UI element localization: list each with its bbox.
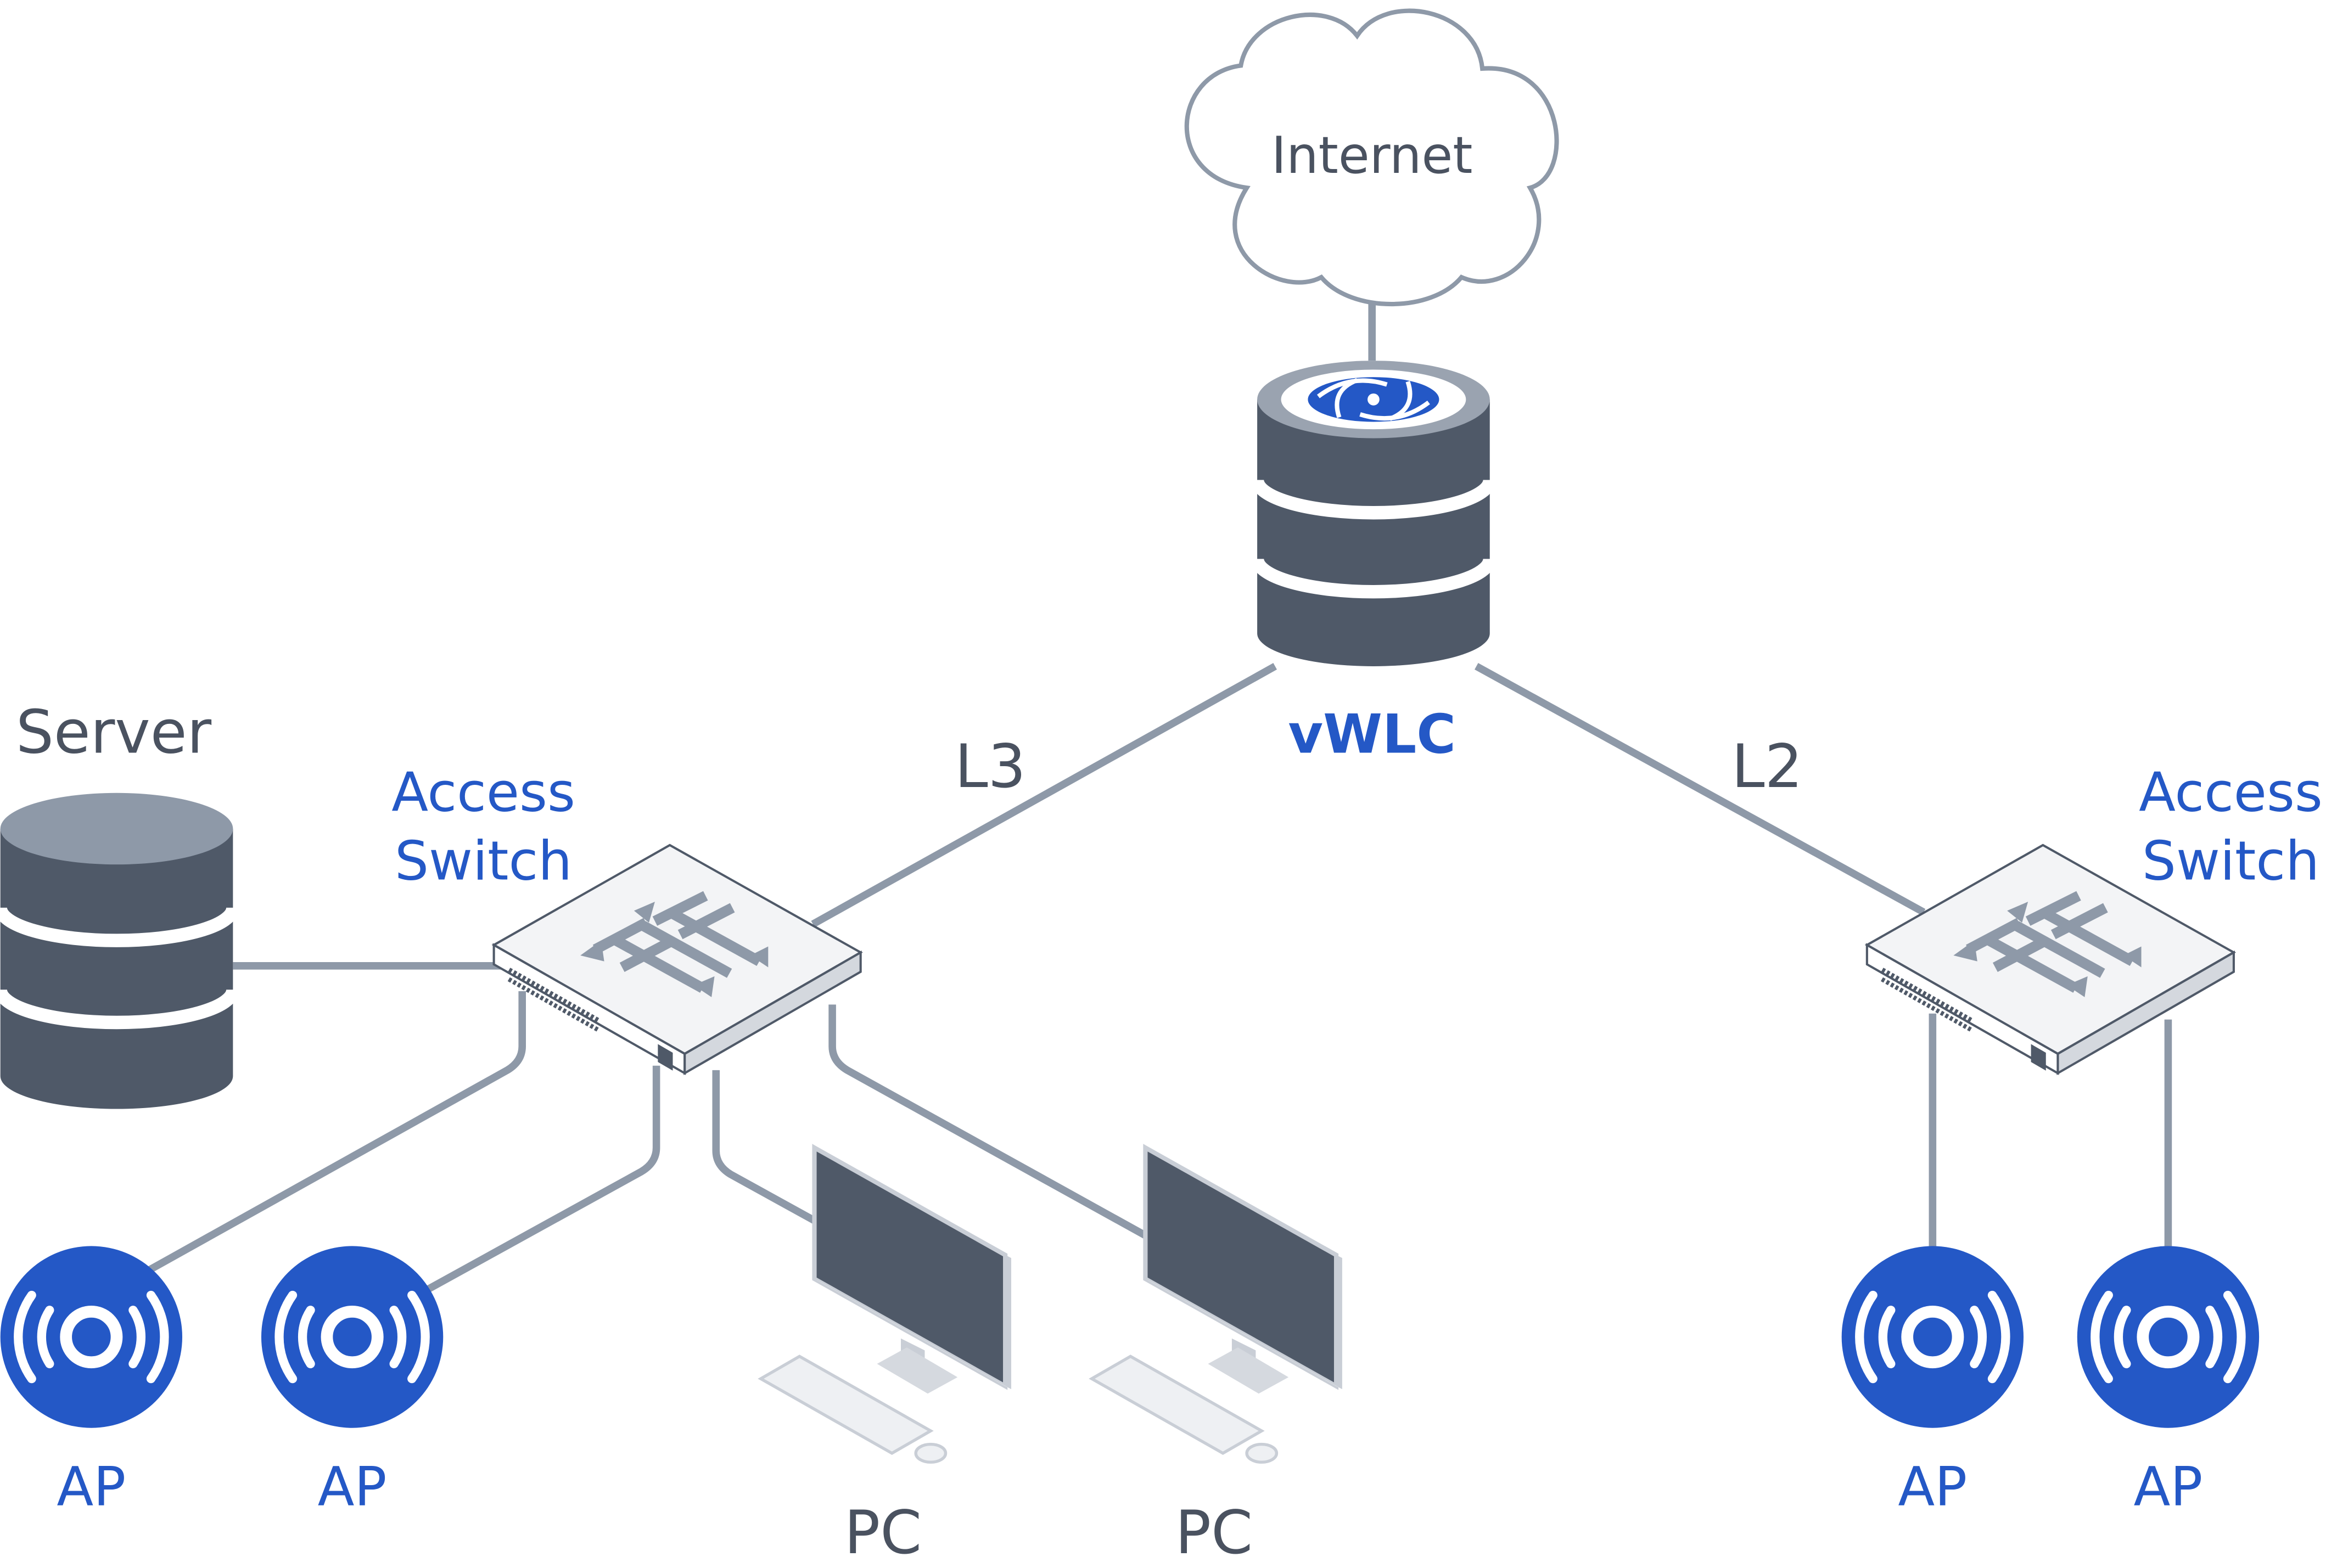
switch-left-label-line2: Switch [395,830,572,892]
pc-1: PC [761,1148,1011,1567]
database-icon [0,793,240,1109]
link-switch-ap-1 [147,991,526,1273]
access-point-2: AP [261,1246,443,1519]
vwlc-controller: vWLC [1250,361,1497,766]
access-switch-right: Access Switch [1867,761,2323,1073]
switch-right-label-line1: Access [2139,761,2323,824]
link-switch-pc-2 [828,1004,1151,1241]
vwlc-label: vWLC [1288,703,1456,766]
access-point-3: AP [1842,1246,2024,1519]
ap-2-label: AP [318,1456,387,1519]
ap-3-label: AP [1898,1456,1967,1519]
access-point-4: AP [2077,1246,2259,1519]
link-switch-pc-1 [712,1070,820,1226]
pc-2: PC [1092,1148,1342,1567]
server: Server [0,697,240,1109]
pc-1-label: PC [844,1498,922,1567]
internet-cloud: Internet [1184,8,1559,307]
pc-2-label: PC [1175,1498,1253,1567]
database-icon [1250,361,1497,666]
wireless-access-point-icon [1842,1246,2024,1428]
link-vwlc-left-switch [811,663,1277,928]
link-l2-label: L2 [1731,732,1803,801]
desktop-computer-icon [1092,1148,1342,1462]
access-switch-left: Access Switch [391,761,860,1073]
internet-label: Internet [1271,126,1473,185]
connections [147,298,2172,1294]
switch-left-label-line1: Access [391,761,575,824]
access-point-1: AP [1,1246,182,1519]
controller-logo-icon [1308,377,1439,422]
ap-4-label: AP [2134,1456,2203,1519]
link-switch-ap-2 [423,1065,660,1294]
wireless-access-point-icon [1,1246,182,1428]
ap-1-label: AP [57,1456,126,1519]
desktop-computer-icon [761,1148,1011,1462]
wireless-access-point-icon [261,1246,443,1428]
switch-right-label-line2: Switch [2142,830,2319,892]
wireless-access-point-icon [2077,1246,2259,1428]
cloud-icon [1184,8,1559,307]
link-vwlc-right-switch [1475,663,1926,916]
server-label: Server [16,697,212,767]
link-l3-label: L3 [955,732,1026,801]
